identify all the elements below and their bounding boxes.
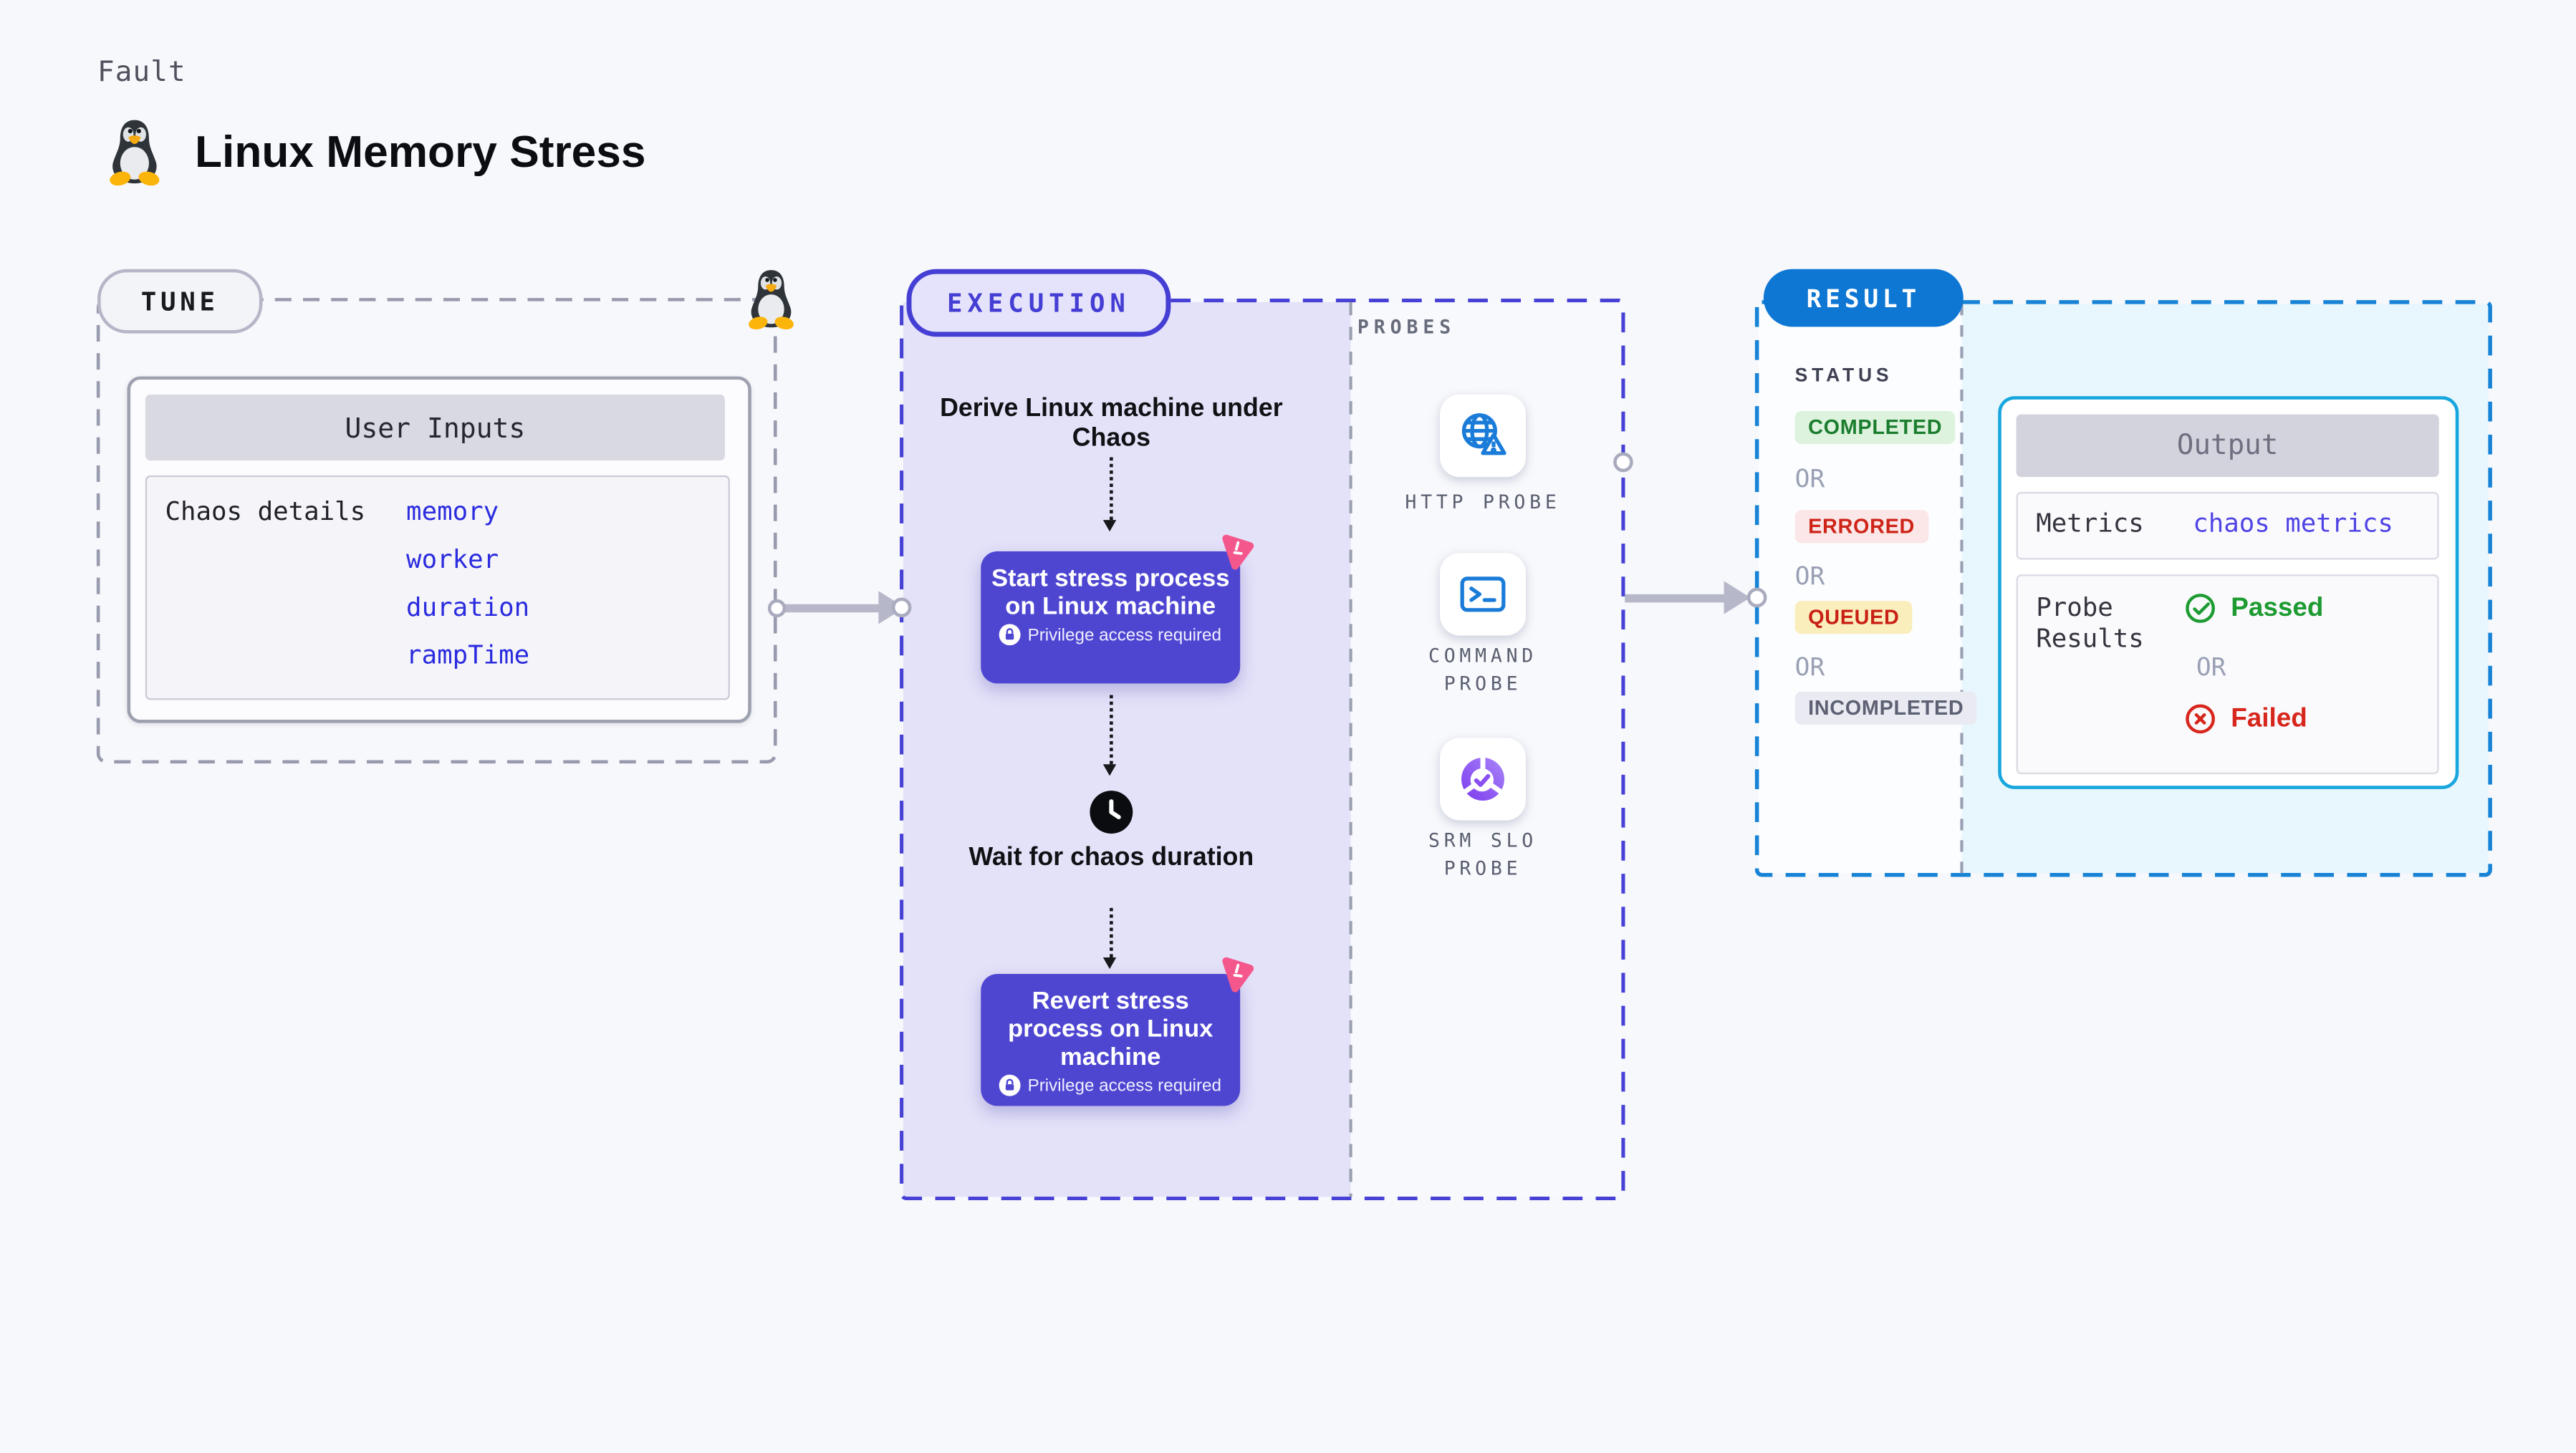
lock-icon xyxy=(999,624,1022,646)
start-stress-step: Start stress process on Linux machine Pr… xyxy=(981,551,1241,684)
start-stress-title: Start stress process on Linux machine xyxy=(991,564,1230,621)
metrics-value-link: chaos metrics xyxy=(2193,508,2393,539)
page-title: Linux Memory Stress xyxy=(195,127,646,177)
command-probe-card xyxy=(1440,553,1526,636)
x-circle-icon xyxy=(2186,704,2215,734)
user-inputs-table: Chaos details memory worker duration ram… xyxy=(145,475,730,700)
lock-icon xyxy=(999,1074,1022,1096)
derive-machine-label: Derive Linux machine under Chaos xyxy=(940,394,1283,452)
probe-results-label: Probe Results xyxy=(2036,592,2144,654)
execution-to-result-arrowhead xyxy=(1724,581,1751,614)
passed-label: Passed xyxy=(2231,593,2324,622)
flow-connector-1 xyxy=(1108,457,1112,521)
chaos-experiment-icon xyxy=(1222,957,1254,993)
failed-label: Failed xyxy=(2231,704,2307,733)
http-probe-card xyxy=(1440,394,1526,478)
probes-side-connector xyxy=(1613,452,1633,473)
metrics-label: Metrics xyxy=(2036,508,2144,539)
status-or-separator: OR xyxy=(1794,561,1825,592)
input-memory: memory xyxy=(406,496,499,527)
output-card-title: Output xyxy=(2016,414,2439,478)
terminal-icon xyxy=(1460,576,1506,612)
srm-slo-probe-card xyxy=(1440,738,1526,821)
start-stress-privilege-note: Privilege access required xyxy=(981,624,1240,646)
user-inputs-card: User Inputs Chaos details memory worker … xyxy=(127,376,751,723)
srm-slo-probe-label: SRM SLO PROBE xyxy=(1428,829,1538,880)
execution-section-badge: EXECUTION xyxy=(906,269,1171,337)
probe-failed-row: Failed xyxy=(2183,702,2307,736)
output-card: Output Metrics chaos metrics Probe Resul… xyxy=(1998,396,2459,789)
result-entry-connector xyxy=(1746,587,1767,608)
http-probe-label: HTTP PROBE xyxy=(1405,490,1561,513)
input-rampTime: rampTime xyxy=(406,640,530,670)
status-or-separator: OR xyxy=(1794,463,1825,494)
status-column-title: STATUS xyxy=(1794,366,1893,387)
status-or-separator: OR xyxy=(1794,652,1825,682)
slo-donut-icon xyxy=(1461,756,1504,801)
revert-stress-title: Revert stress process on Linux machine xyxy=(1008,987,1213,1072)
result-section-badge: RESULT xyxy=(1763,269,1964,327)
execution-to-result-arrow xyxy=(1625,593,1728,602)
status-badge-errored: ERRORED xyxy=(1794,510,1928,544)
status-badge-completed: COMPLETED xyxy=(1794,410,1956,445)
user-inputs-card-title: User Inputs xyxy=(145,394,725,461)
execution-entry-connector xyxy=(891,597,912,618)
tune-to-execution-arrow xyxy=(777,603,882,612)
flow-connector-3 xyxy=(1108,907,1112,957)
privilege-note-text: Privilege access required xyxy=(1027,624,1222,645)
result-status-background xyxy=(1758,304,1962,874)
revert-stress-step: Revert stress process on Linux machine P… xyxy=(981,974,1241,1106)
input-duration: duration xyxy=(406,592,530,623)
tune-exit-connector xyxy=(766,598,786,617)
status-badge-incompleted: INCOMPLETED xyxy=(1794,691,1977,725)
chaos-experiment-icon xyxy=(1222,534,1254,570)
linux-tux-icon xyxy=(110,120,160,186)
wait-clock-icon xyxy=(1090,791,1133,834)
probe-results-row: Probe Results Passed OR Failed xyxy=(2016,574,2439,775)
linux-tux-small-icon xyxy=(749,270,794,330)
input-worker: worker xyxy=(406,544,499,575)
probe-passed-row: Passed xyxy=(2183,591,2323,625)
flow-connector-3-arrowhead xyxy=(1102,957,1117,970)
status-badge-queued: QUEUED xyxy=(1794,601,1913,634)
check-circle-icon xyxy=(2186,594,2215,623)
revert-stress-privilege-note: Privilege access required xyxy=(981,1074,1240,1096)
verdict-or-separator: OR xyxy=(2196,652,2226,682)
fault-kicker: Fault xyxy=(97,56,186,90)
globe-alert-icon xyxy=(1461,413,1506,455)
flow-connector-2 xyxy=(1108,695,1112,765)
metrics-row: Metrics chaos metrics xyxy=(2016,491,2439,560)
flow-connector-1-arrowhead xyxy=(1102,520,1117,532)
tune-section-badge: TUNE xyxy=(97,269,263,334)
command-probe-label: COMMAND PROBE xyxy=(1428,643,1538,695)
chaos-details-label: Chaos details xyxy=(165,496,366,527)
privilege-note-text: Privilege access required xyxy=(1027,1075,1222,1096)
probes-panel-title: PROBES xyxy=(1357,315,1456,339)
flow-connector-2-arrowhead xyxy=(1102,764,1117,776)
wait-duration-label: Wait for chaos duration xyxy=(969,843,1254,872)
